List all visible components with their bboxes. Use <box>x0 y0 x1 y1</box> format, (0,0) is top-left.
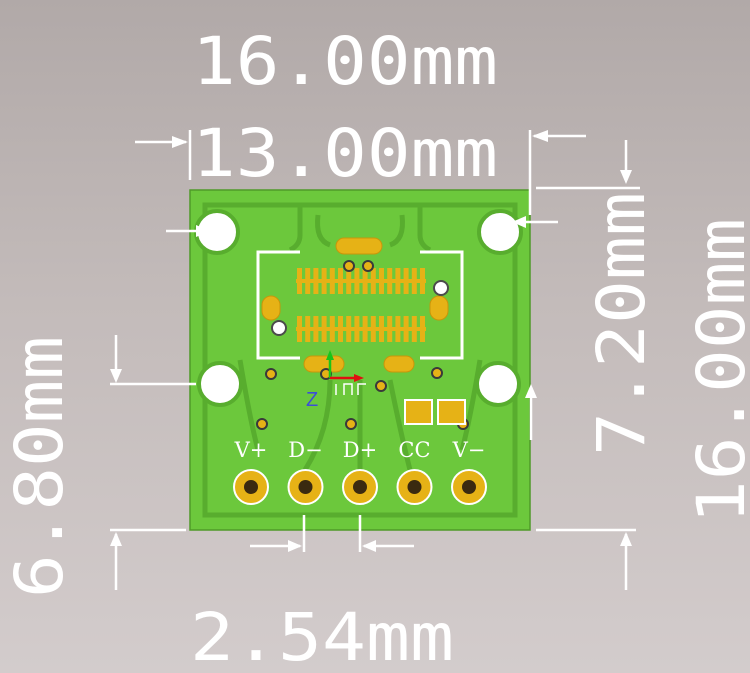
connector-outline <box>256 250 464 360</box>
axis-z-label: Z <box>306 389 318 411</box>
pin-drill <box>244 480 258 494</box>
mounting-holes <box>194 209 523 407</box>
dim-hole-spacing-y: 7.20mm <box>583 192 660 456</box>
axis-indicator: Z <box>306 350 366 411</box>
mounting-hole-mid-right <box>475 361 521 407</box>
pin-header: V+ D− D+ CC V− <box>233 438 487 505</box>
pin-label: D− <box>288 438 322 462</box>
dim-board-width: 16.00mm <box>192 23 498 100</box>
pin-drill <box>298 480 313 494</box>
dim-hole-offset-bottom: 6.80mm <box>1 336 78 598</box>
contact-pads-top-row <box>296 268 426 294</box>
dimension-lines <box>110 130 640 590</box>
pin-label: V− <box>452 438 486 462</box>
contact-pads-bottom-row <box>296 316 426 342</box>
pin-drill <box>462 480 476 494</box>
smd-pad-left <box>404 399 433 425</box>
contact-pad-bar <box>296 279 426 283</box>
mounting-hole-top-right <box>477 209 523 255</box>
pin-drill <box>353 480 367 494</box>
copper-traces <box>202 202 518 518</box>
mounting-hole-mid-left <box>197 361 243 407</box>
locator-hole-right <box>433 280 449 296</box>
pin-label: V+ <box>234 438 268 462</box>
pcb-board: Z V+ D− D+ CC V− <box>189 189 531 531</box>
locator-hole-left <box>271 320 287 336</box>
dim-hole-spacing-x: 13.00mm <box>192 115 498 192</box>
dim-pin-pitch: 2.54mm <box>190 599 454 673</box>
smd-pad-right <box>437 399 466 425</box>
pin-label: CC <box>398 438 430 462</box>
vias <box>256 260 469 430</box>
pin-drill <box>407 480 422 494</box>
contact-pad-bar <box>296 327 426 331</box>
dim-board-height: 16.00mm <box>683 218 750 524</box>
pin-label: D+ <box>343 438 377 462</box>
